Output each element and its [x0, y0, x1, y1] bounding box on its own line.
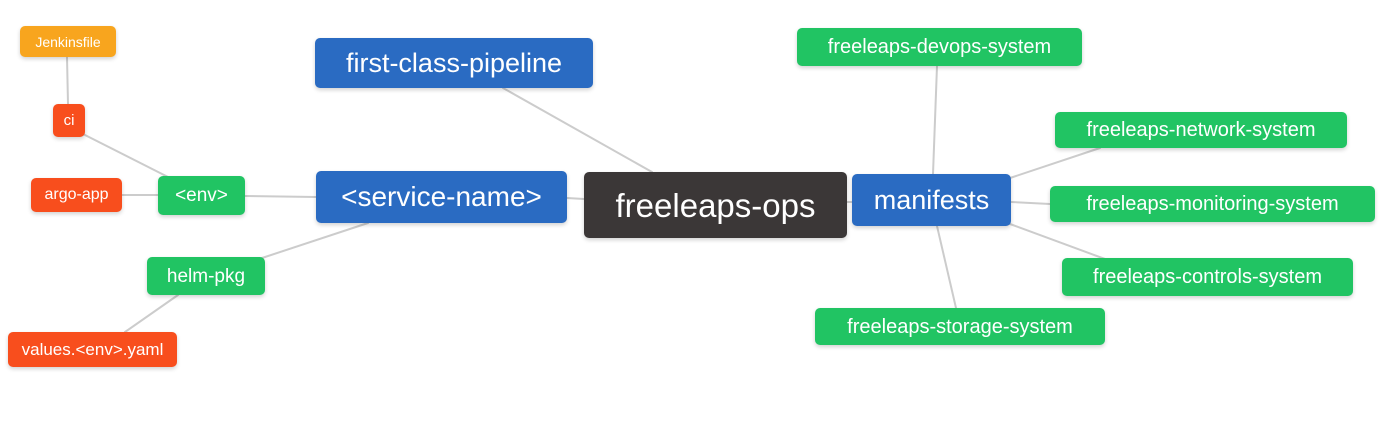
node-label: first-class-pipeline: [345, 47, 563, 78]
node-service-name[interactable]: <service-name>: [316, 171, 567, 223]
node-helm-pkg[interactable]: helm-pkg: [147, 257, 265, 295]
node-label: freeleaps-network-system: [1086, 119, 1316, 141]
node-first-class-pipeline[interactable]: first-class-pipeline: [315, 38, 593, 88]
node-label: freeleaps-ops: [615, 186, 816, 224]
node-label: freeleaps-monitoring-system: [1086, 193, 1339, 215]
node-label: Jenkinsfile: [35, 33, 101, 50]
node-freeleaps-devops-system[interactable]: freeleaps-devops-system: [797, 28, 1082, 66]
edge-service-name-helm-pkg: [261, 222, 369, 259]
node-manifests[interactable]: manifests: [852, 174, 1011, 226]
edge-env-service-name: [244, 195, 317, 198]
node-argo-app[interactable]: argo-app: [31, 178, 122, 212]
edge-service-name-freeleaps-ops: [566, 197, 585, 200]
node-label: manifests: [873, 184, 990, 215]
node-label: values.<env>.yaml: [21, 340, 164, 359]
edge-manifests-freeleaps-controls-system: [1009, 223, 1106, 260]
node-label: ci: [63, 112, 75, 129]
edge-ci-env: [82, 133, 171, 179]
edge-manifests-freeleaps-devops-system: [932, 65, 938, 175]
edge-first-class-pipeline-freeleaps-ops: [502, 87, 653, 173]
node-freeleaps-controls-system[interactable]: freeleaps-controls-system: [1062, 258, 1353, 296]
node-label: freeleaps-devops-system: [827, 36, 1052, 58]
node-ci[interactable]: ci: [53, 104, 85, 137]
node-label: argo-app: [44, 186, 109, 203]
node-label: <env>: [175, 185, 228, 206]
edge-manifests-freeleaps-network-system: [1009, 147, 1101, 179]
node-values-env-yaml[interactable]: values.<env>.yaml: [8, 332, 177, 367]
node-env[interactable]: <env>: [158, 176, 245, 215]
edge-manifests-freeleaps-storage-system: [936, 225, 957, 309]
node-label: freeleaps-storage-system: [847, 315, 1073, 338]
node-label: helm-pkg: [166, 265, 246, 287]
edge-jenkinsfile-ci: [66, 56, 69, 105]
edge-manifests-freeleaps-monitoring-system: [1010, 201, 1051, 205]
node-jenkinsfile[interactable]: Jenkinsfile: [20, 26, 116, 57]
node-freeleaps-network-system[interactable]: freeleaps-network-system: [1055, 112, 1347, 148]
node-freeleaps-monitoring-system[interactable]: freeleaps-monitoring-system: [1050, 186, 1375, 222]
node-freeleaps-storage-system[interactable]: freeleaps-storage-system: [815, 308, 1105, 345]
node-freeleaps-ops[interactable]: freeleaps-ops: [584, 172, 847, 238]
node-label: <service-name>: [341, 181, 542, 212]
node-label: freeleaps-controls-system: [1093, 266, 1322, 288]
edge-helm-pkg-values-env-yaml: [124, 294, 179, 333]
